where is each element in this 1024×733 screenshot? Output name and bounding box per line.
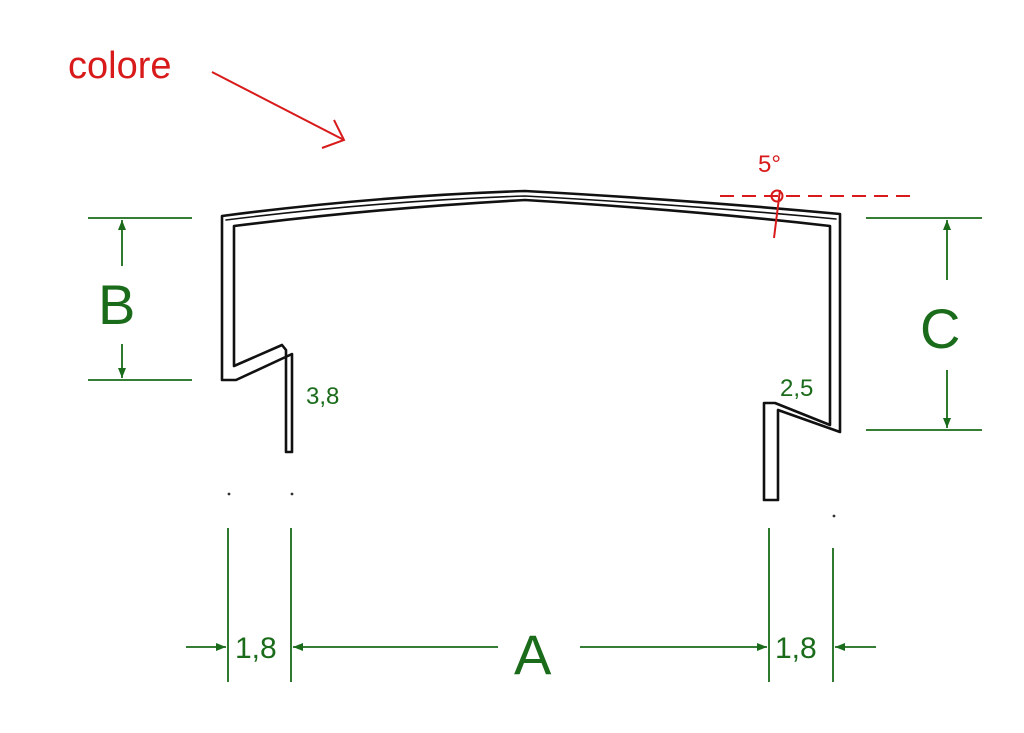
- dim-c-label: C: [920, 297, 960, 360]
- note-label: colore: [68, 45, 172, 87]
- left-lip-label: 3,8: [306, 383, 339, 410]
- angle-pivot: [770, 189, 784, 203]
- note-arrow: [211, 71, 346, 149]
- profile-outer-contour: [220, 189, 842, 502]
- profile-section: [220, 189, 842, 502]
- dim-right-flange-label: 1,8: [775, 632, 817, 665]
- angle-slope-line: [773, 189, 781, 239]
- angle-label: 5°: [758, 151, 781, 178]
- dim-left-flange-label: 1,8: [235, 632, 277, 665]
- dimension-c: [866, 217, 982, 431]
- reference-dots: [227, 492, 836, 518]
- right-lip-label: 2,5: [780, 375, 813, 402]
- dim-a-label: A: [514, 623, 552, 686]
- profile-top-inner-line: [225, 195, 837, 221]
- dimension-b: [88, 217, 192, 381]
- angle-detail: [720, 189, 918, 239]
- dim-b-label: B: [98, 273, 135, 336]
- bottom-dimensions: [186, 528, 876, 682]
